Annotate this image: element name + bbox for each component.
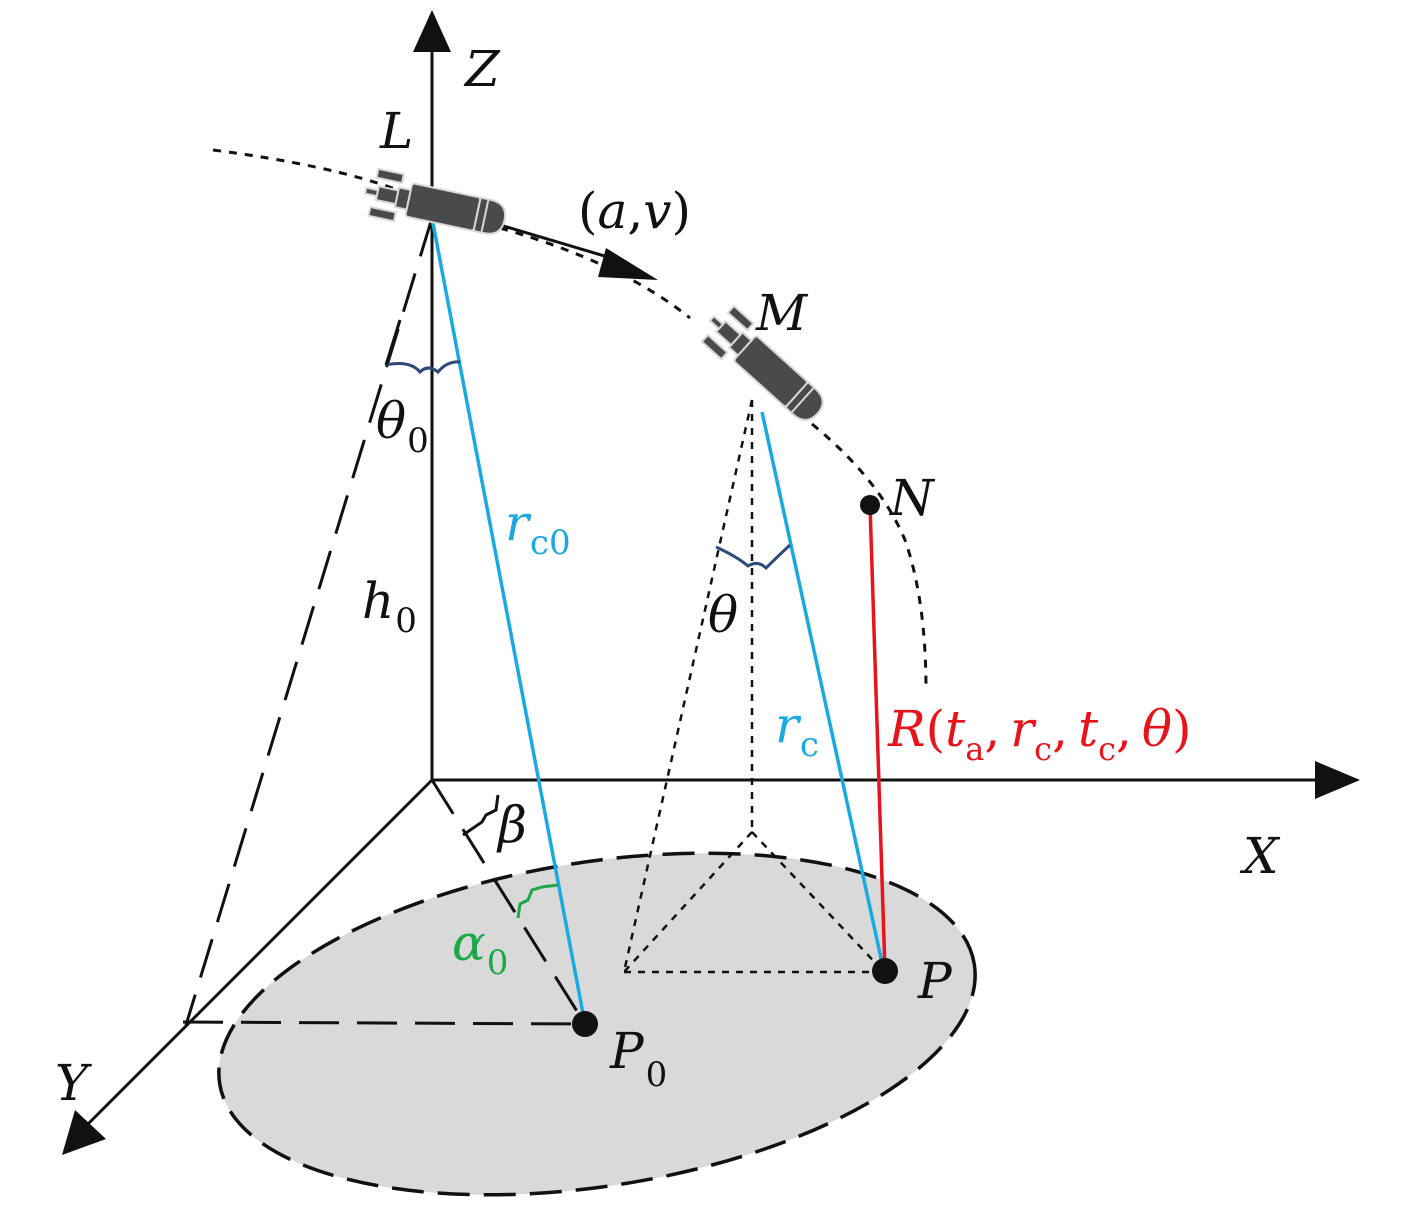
label-l: L (379, 102, 413, 160)
label-range-function: R(ta,rc,tc,θ) (887, 700, 1192, 768)
label-theta0: θ0 (376, 392, 429, 461)
projection-dashed-line-b (182, 1020, 586, 1026)
label-z: Z (463, 40, 501, 98)
alpha0-angle-mark (516, 883, 559, 919)
velocity-arrowhead (598, 248, 658, 280)
label-theta: θ (708, 586, 738, 644)
label-p0: P0 (609, 1022, 667, 1095)
label-p: P (917, 952, 953, 1010)
projection-dashed-line-c (430, 779, 587, 1025)
theta0-tick (384, 319, 402, 366)
point-n (860, 495, 880, 515)
y-axis (86, 778, 434, 1126)
theta-angle-bracket (715, 543, 792, 571)
label-n: N (889, 469, 936, 527)
y-axis-arrowhead (62, 1110, 106, 1155)
label-rc: rc (775, 696, 819, 765)
trajectory-path (212, 148, 928, 691)
label-alpha0: α0 (452, 914, 508, 983)
x-axis-arrowhead (1315, 761, 1360, 799)
instant-range-line (868, 504, 887, 973)
projection-pyramid (622, 399, 885, 974)
label-m: M (755, 284, 809, 342)
point-p0 (572, 1011, 598, 1037)
label-acceleration-velocity: (a,v) (578, 182, 691, 240)
point-p (872, 958, 898, 984)
theta0-angle-bracket (385, 360, 461, 375)
label-x: X (1239, 827, 1281, 885)
slant-range-rc-line (760, 411, 886, 973)
beta-angle-mark (462, 794, 500, 837)
label-beta: β (496, 796, 527, 854)
label-rc0: rc0 (505, 494, 571, 563)
ground-ellipse (217, 851, 977, 1197)
z-axis-arrowhead (413, 10, 451, 52)
label-h0: h0 (362, 572, 417, 641)
label-y: Y (55, 1054, 92, 1112)
slant-range-rc0-line (430, 217, 587, 1025)
velocity-arrow (499, 223, 619, 262)
